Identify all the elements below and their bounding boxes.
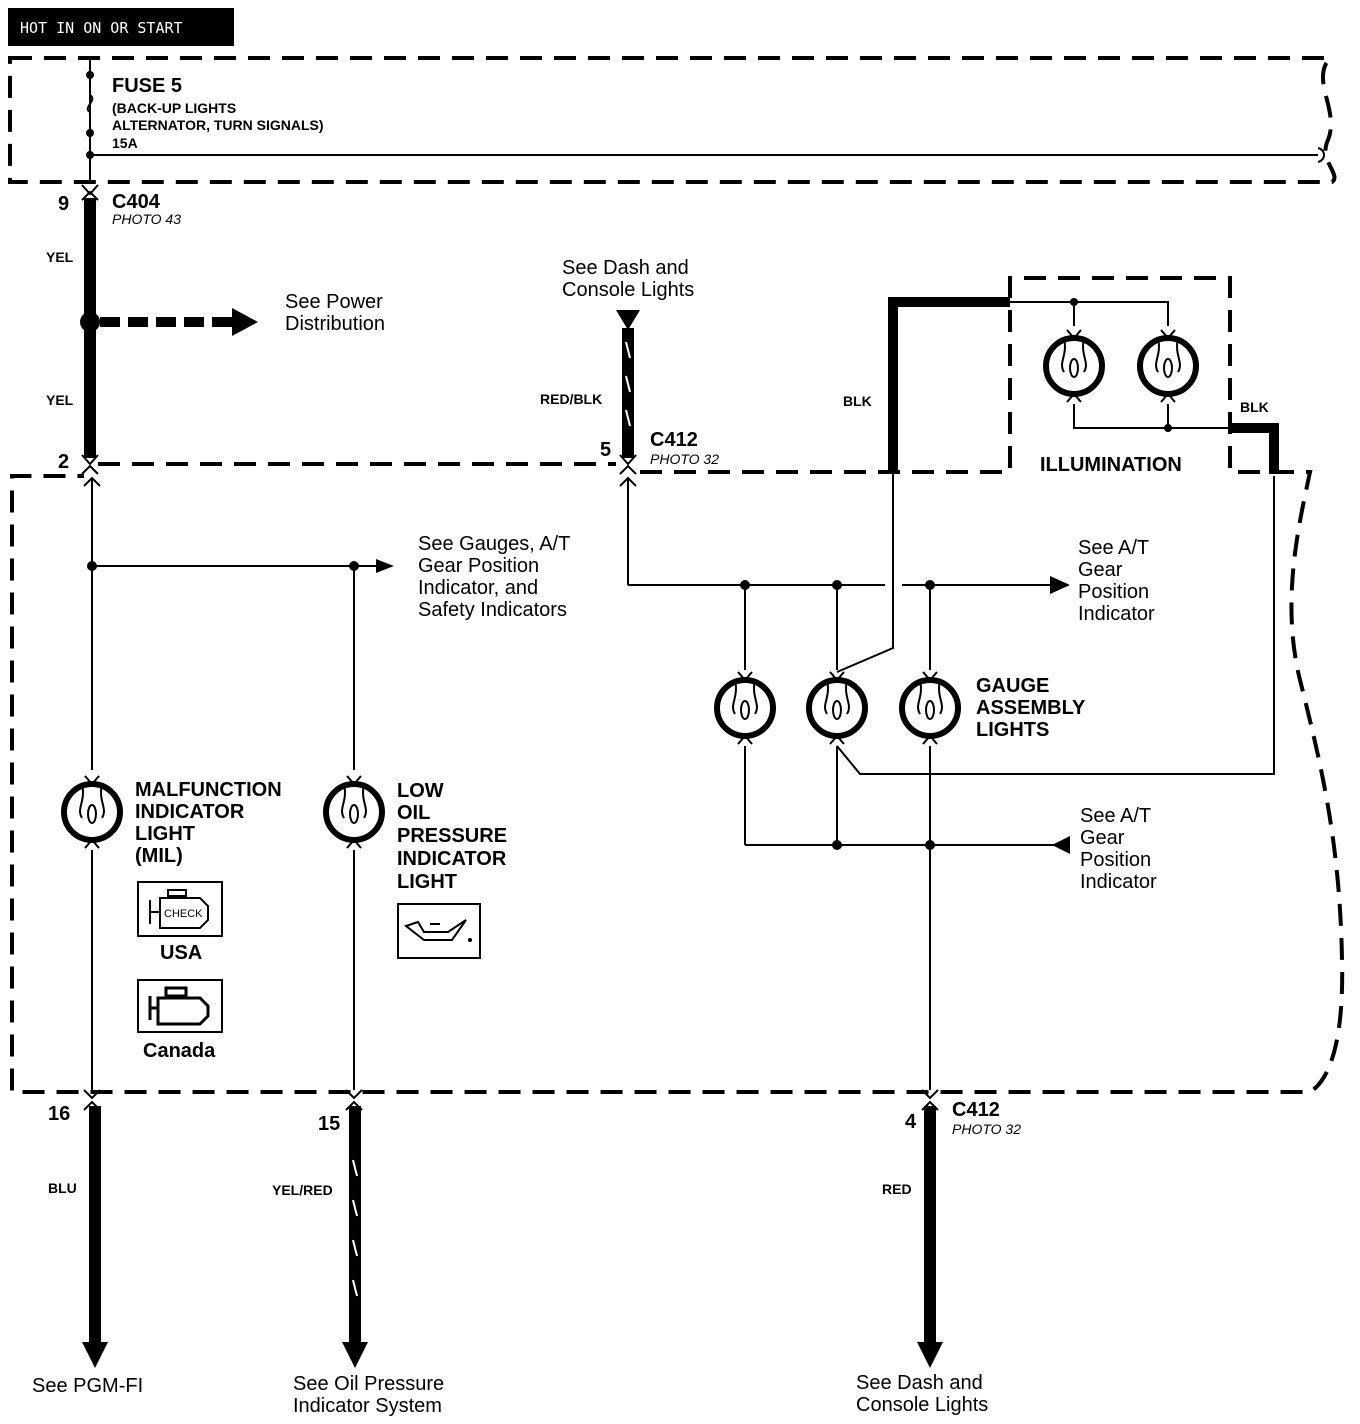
gauge-lights-feed bbox=[619, 472, 1055, 673]
oil-label-line5: LIGHT bbox=[397, 871, 457, 893]
c404-pin: 9 bbox=[58, 193, 69, 215]
power-state-banner: HOT IN ON OR START bbox=[8, 8, 234, 46]
illumination-bulb-2 bbox=[1140, 330, 1196, 402]
blk-wire-label-right: BLK bbox=[1240, 399, 1269, 415]
dash-top-ref-line2: Console Lights bbox=[562, 279, 694, 301]
banner-text: HOT IN ON OR START bbox=[20, 19, 183, 37]
fuse-box-outline bbox=[8, 56, 1337, 184]
oil-sys-ref-line1: See Oil Pressure bbox=[293, 1373, 444, 1395]
gauge-assembly-outline bbox=[10, 276, 1345, 1094]
yel-wire-label-upper: YEL bbox=[46, 249, 74, 265]
pin-2-connector: 2 bbox=[58, 451, 99, 475]
blu-wire-label: BLU bbox=[48, 1180, 77, 1196]
c412-top-name: C412 bbox=[650, 429, 698, 451]
pgm-fi-ref: See PGM-FI bbox=[32, 1375, 143, 1397]
check-engine-usa-icon: CHECK bbox=[137, 881, 223, 937]
illumination-bulb-1 bbox=[1046, 330, 1102, 402]
blk-wire-label-left: BLK bbox=[843, 393, 872, 409]
c404-name: C404 bbox=[112, 191, 161, 213]
mil-label-line2: INDICATOR bbox=[135, 801, 245, 823]
dash-bottom-ref-line2: Console Lights bbox=[856, 1394, 988, 1416]
gauge-assembly-label: GAUGE ASSEMBLY LIGHTS bbox=[976, 675, 1086, 741]
dash-top-ref-line1: See Dash and bbox=[562, 257, 689, 279]
gauge-label-line2: ASSEMBLY bbox=[976, 697, 1086, 719]
at-upper-ref-line4: Indicator bbox=[1078, 603, 1155, 625]
red-wire: 4 C412 PHOTO 32 RED See Dash and Console… bbox=[856, 1089, 1021, 1416]
mil-oil-feed bbox=[83, 476, 378, 770]
gauge-light-bulb-3 bbox=[902, 672, 958, 744]
red-blk-wire: See Dash and Console Lights RED/BLK 5 C4… bbox=[540, 257, 719, 475]
mil-label-line4: (MIL) bbox=[135, 845, 183, 867]
oil-sys-ref-line2: Indicator System bbox=[293, 1395, 442, 1417]
gauges-ref-line2: Gear Position bbox=[418, 555, 539, 577]
pin-16-label: 16 bbox=[48, 1103, 70, 1125]
at-lower-ref-line1: See A/T bbox=[1080, 805, 1151, 827]
at-upper-ref-line2: Gear bbox=[1078, 559, 1123, 581]
power-dist-ref-line1: See Power bbox=[285, 291, 383, 313]
red-blk-wire-label: RED/BLK bbox=[540, 391, 602, 407]
oil-can-icon bbox=[397, 903, 481, 959]
at-lower-ref-line3: Position bbox=[1080, 849, 1151, 871]
fuse-desc-line2: ALTERNATOR, TURN SIGNALS) bbox=[112, 117, 324, 133]
gauge-label-line3: LIGHTS bbox=[976, 719, 1049, 741]
gauge-light-bulb-2 bbox=[809, 672, 865, 744]
c412-top-photo: PHOTO 32 bbox=[650, 451, 719, 467]
usa-label: USA bbox=[160, 942, 202, 964]
c412-bottom-name: C412 bbox=[952, 1099, 1000, 1121]
oil-label-line4: INDICATOR bbox=[397, 848, 507, 870]
yel-red-wire: 15 YEL/RED See Oil Pressure Indicator Sy… bbox=[272, 1089, 444, 1417]
c404-connector: 9 C404 PHOTO 43 bbox=[58, 184, 181, 227]
mil-label: MALFUNCTION INDICATOR LIGHT (MIL) bbox=[135, 779, 282, 867]
fuse-desc-line1: (BACK-UP LIGHTS bbox=[112, 100, 236, 116]
gauges-ref: See Gauges, A/T Gear Position Indicator,… bbox=[418, 533, 570, 621]
oil-label-line3: PRESSURE bbox=[397, 825, 507, 847]
fuse-rating: 15A bbox=[112, 135, 138, 151]
gauges-ref-line1: See Gauges, A/T bbox=[418, 533, 570, 555]
gauge-label-line1: GAUGE bbox=[976, 675, 1049, 697]
oil-label-line2: OIL bbox=[397, 802, 430, 824]
illumination-circuit: BLK BLK ILLUMINATION bbox=[843, 297, 1279, 476]
fuse-name: FUSE 5 bbox=[112, 75, 182, 97]
blu-wire: 16 BLU See PGM-FI bbox=[32, 1089, 143, 1397]
pin-2-label: 2 bbox=[58, 451, 69, 473]
at-upper-ref-line1: See A/T bbox=[1078, 537, 1149, 559]
at-lower-ref-line2: Gear bbox=[1080, 827, 1125, 849]
yel-red-wire-label: YEL/RED bbox=[272, 1182, 333, 1198]
check-icon-text: CHECK bbox=[164, 908, 203, 920]
gauge-lights-return bbox=[744, 476, 1275, 1090]
mil-label-line1: MALFUNCTION bbox=[135, 779, 282, 801]
pin-15-label: 15 bbox=[318, 1113, 340, 1135]
at-lower-ref: See A/T Gear Position Indicator bbox=[1080, 805, 1157, 893]
c404-photo: PHOTO 43 bbox=[112, 211, 181, 227]
mil-label-line3: LIGHT bbox=[135, 823, 195, 845]
yel-wire-label-lower: YEL bbox=[46, 392, 74, 408]
check-engine-canada-icon bbox=[137, 979, 223, 1033]
gauge-light-bulb-1 bbox=[717, 672, 773, 744]
at-lower-ref-line4: Indicator bbox=[1080, 871, 1157, 893]
illumination-label: ILLUMINATION bbox=[1040, 454, 1182, 476]
fuse-5: FUSE 5 (BACK-UP LIGHTS ALTERNATOR, TURN … bbox=[86, 58, 1325, 182]
oil-pressure-bulb bbox=[326, 776, 382, 848]
oil-label: LOW OIL PRESSURE INDICATOR LIGHT bbox=[397, 780, 507, 893]
canada-label: Canada bbox=[143, 1040, 216, 1062]
gauges-ref-line4: Safety Indicators bbox=[418, 599, 567, 621]
power-dist-ref-line2: Distribution bbox=[285, 313, 385, 335]
c412-bottom-photo: PHOTO 32 bbox=[952, 1121, 1021, 1137]
power-distribution-branch: See Power Distribution bbox=[80, 291, 385, 336]
c412-bottom-pin: 4 bbox=[905, 1111, 917, 1133]
at-upper-ref-line3: Position bbox=[1078, 581, 1149, 603]
oil-label-line1: LOW bbox=[397, 780, 444, 802]
mil-bulb bbox=[64, 776, 120, 848]
dash-bottom-ref-line1: See Dash and bbox=[856, 1372, 983, 1394]
red-wire-label: RED bbox=[882, 1181, 912, 1197]
gauges-ref-line3: Indicator, and bbox=[418, 577, 538, 599]
c412-top-pin: 5 bbox=[600, 439, 611, 461]
at-upper-ref: See A/T Gear Position Indicator bbox=[1078, 537, 1155, 625]
